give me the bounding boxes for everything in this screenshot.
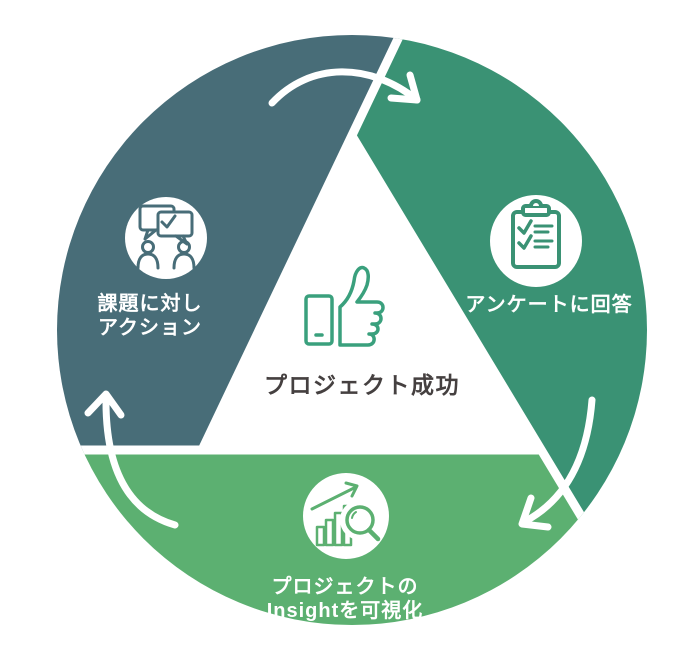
arrow-right-down-icon xyxy=(518,396,596,531)
label-line: 課題に対し xyxy=(97,293,203,315)
cycle-arrows xyxy=(84,68,596,531)
divider-left-edge xyxy=(197,35,431,452)
label-visualize-insight: プロジェクトの Insightを可視化 xyxy=(267,575,424,623)
discussion-check-icon xyxy=(125,197,207,279)
arrow-top-clockwise-icon xyxy=(268,68,421,107)
chart-magnifier-icon xyxy=(303,473,389,559)
label-line: プロジェクトの xyxy=(271,576,419,598)
thumbs-up-icon xyxy=(304,265,385,347)
label-line: アクション xyxy=(98,317,202,339)
arrow-left-up-icon xyxy=(84,390,179,529)
label-line: アンケートに回答 xyxy=(465,294,633,316)
label-answer-survey: アンケートに回答 xyxy=(465,293,632,317)
label-issues-action: 課題に対し アクション xyxy=(98,292,203,340)
label-line: Insightを可視化 xyxy=(266,600,424,622)
label-project-success: プロジェクト成功 xyxy=(264,372,460,398)
clipboard-checklist-icon xyxy=(490,195,582,287)
